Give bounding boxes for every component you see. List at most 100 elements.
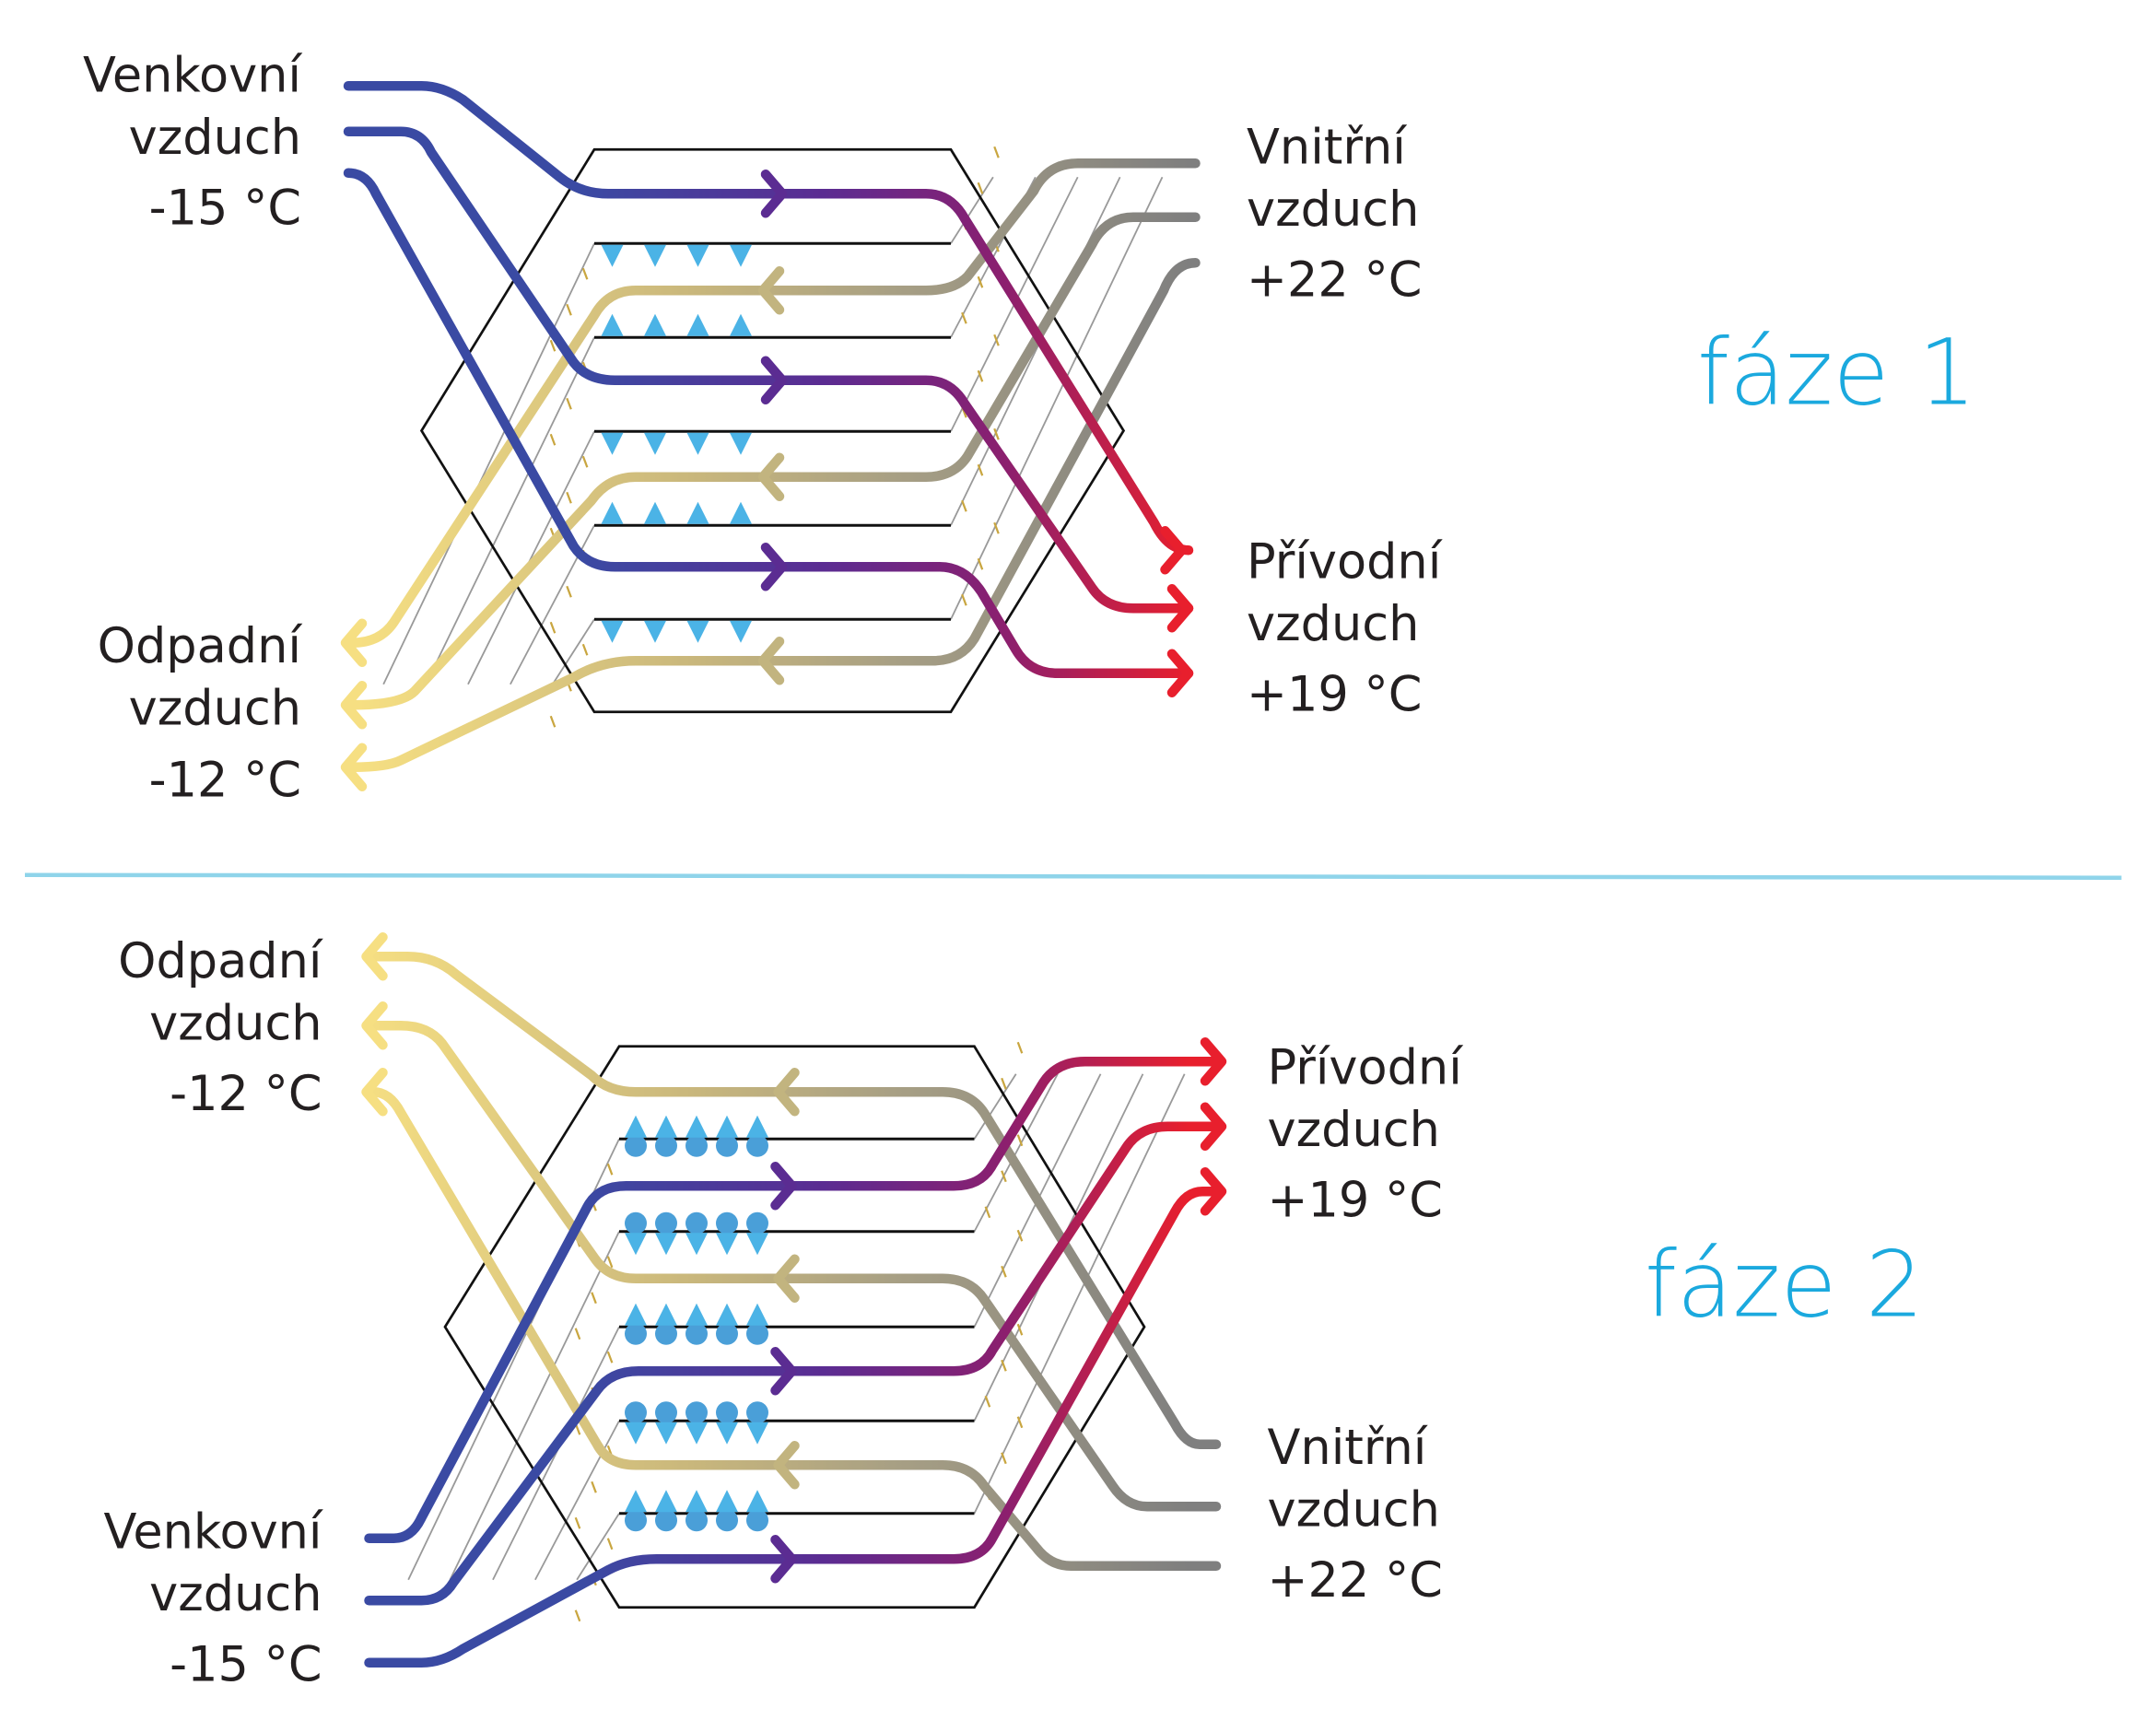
- arrow-left-icon: [361, 1001, 388, 1050]
- seal-dash: [977, 463, 984, 476]
- seal-dash: [993, 146, 1000, 158]
- seal-dash: [591, 1480, 597, 1493]
- exchanger-housing: [419, 147, 1126, 714]
- condensate-down-icon: [686, 620, 709, 643]
- seal-dash: [581, 455, 589, 468]
- condensate-down-icon: [730, 244, 752, 267]
- seal-dash: [549, 339, 557, 352]
- arrow-left-icon: [340, 618, 368, 667]
- svg-text:Odpadní: Odpadní: [98, 618, 303, 674]
- seal-dash: [549, 715, 557, 728]
- svg-text:vzduch: vzduch: [1247, 596, 1419, 652]
- arrow-left-icon: [340, 743, 368, 791]
- condensate-up-icon: [644, 313, 666, 336]
- seal-dash: [606, 1538, 614, 1551]
- droplet-icon: [716, 1322, 738, 1345]
- arrow-left-icon: [773, 1068, 800, 1117]
- seal-dash: [1016, 1134, 1024, 1147]
- droplet-icon: [625, 1322, 647, 1345]
- condensate-down-icon: [746, 1422, 768, 1445]
- arrow-right-icon: [770, 1347, 797, 1396]
- droplet-icon: [655, 1509, 677, 1532]
- condensate-up-icon: [644, 501, 666, 524]
- droplet-icon: [625, 1134, 647, 1157]
- plate-edge-left: [552, 618, 595, 685]
- seal-dash: [1016, 1229, 1024, 1242]
- arrow-right-icon: [1160, 526, 1187, 575]
- svg-text:+22 °C: +22 °C: [1268, 1552, 1443, 1609]
- condensate-up-icon: [686, 313, 709, 336]
- plate-edge-right: [973, 1073, 1059, 1233]
- seal-dash: [961, 499, 967, 512]
- condensate-down-icon: [746, 1233, 768, 1256]
- seal-dash: [581, 643, 589, 656]
- condensate-down-icon: [716, 1233, 738, 1256]
- droplet-icon: [746, 1322, 768, 1345]
- condensate-down-icon: [655, 1233, 677, 1256]
- seal-dash: [566, 491, 572, 504]
- svg-text:+19 °C: +19 °C: [1268, 1172, 1443, 1228]
- plate-edge-left: [449, 1231, 620, 1581]
- svg-text:-12 °C: -12 °C: [170, 1066, 322, 1122]
- plate-edge-left: [576, 1513, 620, 1581]
- condensate-down-icon: [730, 432, 752, 455]
- droplet-icon: [716, 1134, 738, 1157]
- svg-text:+22 °C: +22 °C: [1247, 252, 1422, 308]
- droplet-icon: [685, 1211, 708, 1235]
- seal-dash: [1016, 1323, 1024, 1336]
- plate-edge-left: [382, 242, 595, 685]
- droplet-icon: [746, 1211, 768, 1235]
- droplet-icon: [655, 1322, 677, 1345]
- exhaust-air-flow: [347, 158, 1201, 648]
- phase-1-exhaust-label: Odpadní vzduch -12 °C: [98, 618, 303, 809]
- condensate-up-icon: [685, 1490, 708, 1513]
- phase-2-exhaust-label: Odpadní vzduch -12 °C: [118, 933, 323, 1122]
- condensate-down-icon: [686, 244, 709, 267]
- condensate-down-icon: [601, 432, 624, 455]
- droplet-icon: [685, 1322, 708, 1345]
- seal-dash: [574, 1516, 581, 1529]
- condensate-up-icon: [685, 1303, 708, 1326]
- arrow-right-icon: [760, 543, 788, 591]
- supply-air-flow: [343, 126, 1194, 614]
- svg-text:Přívodní: Přívodní: [1247, 533, 1443, 590]
- phase-1-indoor-label: Vnitřní vzduch +22 °C: [1247, 119, 1422, 308]
- condensate-up-icon: [716, 1490, 738, 1513]
- condensate-up-icon: [655, 1490, 677, 1513]
- svg-text:vzduch: vzduch: [129, 110, 301, 166]
- condensate-up-icon: [730, 501, 752, 524]
- condensate-up-icon: [625, 1115, 647, 1138]
- condensate-up-icon: [685, 1115, 708, 1138]
- arrow-left-icon: [757, 265, 785, 315]
- phase-2-outdoor-label: Venkovní vzduch -15 °C: [104, 1504, 323, 1692]
- arrow-right-icon: [1166, 649, 1194, 697]
- seal-dash: [1016, 1041, 1024, 1054]
- droplet-icon: [685, 1134, 708, 1157]
- svg-text:Vnitřní: Vnitřní: [1247, 119, 1407, 175]
- phase-2-panel: [361, 932, 1227, 1668]
- condensate-up-icon: [625, 1490, 647, 1513]
- condensate-up-icon: [716, 1303, 738, 1326]
- supply-air-flow: [343, 168, 1194, 678]
- arrow-left-icon: [757, 637, 785, 685]
- phase-2-title: fáze 2: [1645, 1232, 1924, 1338]
- svg-text:Venkovní: Venkovní: [83, 47, 302, 103]
- svg-text:Vnitřní: Vnitřní: [1268, 1420, 1428, 1476]
- condensate-down-icon: [644, 432, 666, 455]
- condensate-up-icon: [625, 1303, 647, 1326]
- svg-text:vzduch: vzduch: [1247, 181, 1419, 238]
- condensate-down-icon: [686, 432, 709, 455]
- seal-dash: [566, 397, 572, 410]
- plate-edge-left: [534, 1420, 620, 1581]
- condensate-up-icon: [730, 313, 752, 336]
- phase-1-outdoor-label: Venkovní vzduch -15 °C: [83, 47, 302, 236]
- droplet-icon: [625, 1211, 647, 1235]
- svg-text:vzduch: vzduch: [149, 995, 322, 1051]
- exhaust-air-flow: [347, 257, 1201, 772]
- arrow-right-icon: [760, 356, 788, 404]
- droplet-icon: [655, 1211, 677, 1235]
- seal-dash: [984, 1206, 991, 1219]
- arrow-right-icon: [1200, 1167, 1227, 1216]
